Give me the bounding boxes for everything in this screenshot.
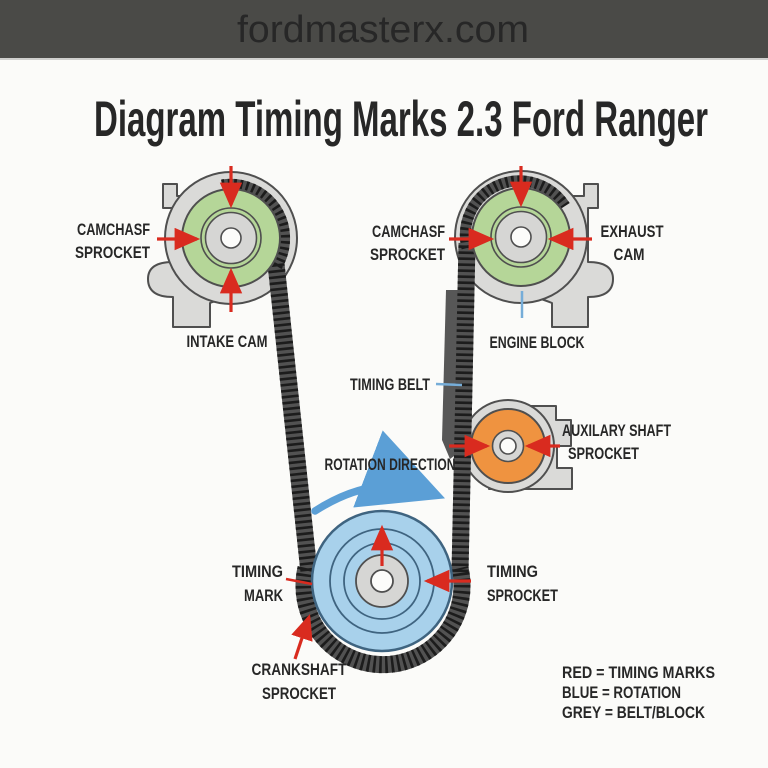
label-rotation-direction: ROTATION DIRECTION [325,455,456,474]
label-timing-belt: TIMING BELT [350,375,430,394]
header-divider [0,58,768,60]
label-timing-sprocket-line1: TIMING [487,562,538,581]
cam-sprocket-intake [181,188,281,288]
label-intake-cam: INTAKE CAM [187,332,268,351]
timing-mark-pointer-line [285,577,313,586]
header-bar: fordmasterx.com [0,0,768,60]
label-mid-cam-line2: SPROCKET [370,245,445,264]
label-left-cam-line1: CAMCHASF [77,220,150,239]
rotation-arrow [311,430,446,515]
crankshaft-sprocket [310,509,454,653]
cam-sprocket-exhaust [471,187,571,287]
header-bar-bg [0,0,768,58]
timing-belt-pointer-line [435,382,463,387]
label-exhaust-cam-line1: EXHAUST [601,222,664,241]
diagram-labels: CAMCHASF SPROCKET INTAKE CAM CAMCHASF SP… [75,220,671,703]
label-crankshaft-line1: CRANKSHAFT [252,660,347,679]
site-name: fordmasterx.com [237,9,529,51]
label-timing-mark-line2: MARK [244,586,284,605]
legend: RED = TIMING MARKS BLUE = ROTATION GREY … [562,663,715,722]
red-arrow-crankshaft-label [291,613,313,660]
timing-belt-path [221,175,570,674]
label-engine-block: ENGINE BLOCK [490,333,586,352]
page-title: Diagram Timing Marks 2.3 Ford Ranger [94,91,708,147]
label-crankshaft-line2: SPROCKET [262,684,336,703]
legend-line-red: RED = TIMING MARKS [562,663,715,682]
legend-line-grey: GREY = BELT/BLOCK [562,703,706,722]
timing-mark-arrows [157,166,592,660]
label-left-cam-line2: SPROCKET [75,243,150,262]
label-timing-mark-line1: TIMING [232,562,283,581]
label-mid-cam-line1: CAMCHASF [372,222,445,241]
legend-line-blue: BLUE = ROTATION [562,683,681,702]
label-aux-shaft-line1: AUXILARY SHAFT [562,421,671,440]
label-exhaust-cam-line2: CAM [614,245,645,264]
label-aux-shaft-line2: SPROCKET [568,444,639,463]
label-timing-sprocket-line2: SPROCKET [487,586,558,605]
aux-shaft-sprocket [470,408,546,484]
